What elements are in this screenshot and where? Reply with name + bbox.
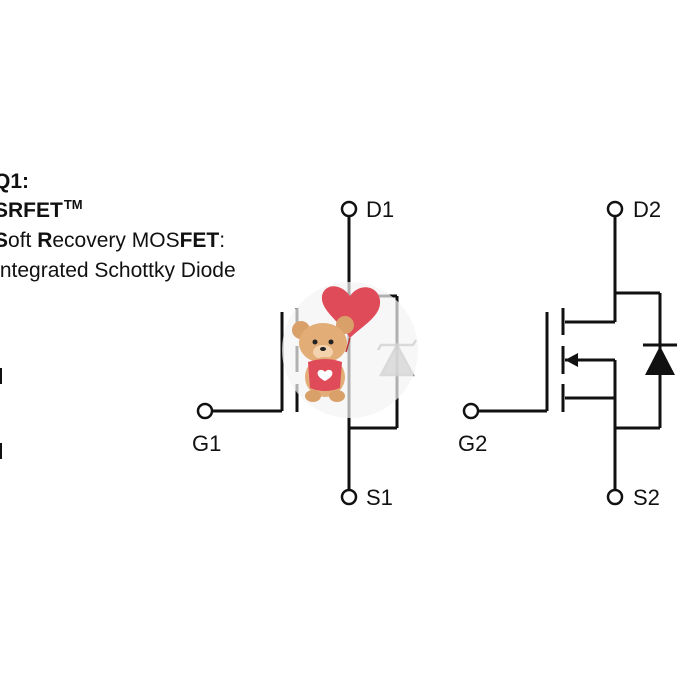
colon: :: [219, 229, 226, 252]
recovery-initial: R: [37, 229, 53, 252]
fet-bold: FET: [179, 229, 220, 252]
soft-recovery-line: Soft Recovery MOSFET:: [0, 229, 225, 253]
gate2-terminal: [462, 402, 480, 420]
g2-label: G2: [458, 431, 487, 456]
trademark: TM: [63, 197, 83, 212]
integrated-diode-line: Integrated Schottky Diode: [0, 259, 236, 282]
srfet-heading: SRFETTM: [0, 197, 83, 223]
srfet-name: SRFET: [0, 199, 63, 222]
d2-label: D2: [633, 197, 661, 222]
d1-label: D1: [366, 197, 394, 222]
legend-mark-3: [0, 443, 2, 459]
s1-label: S1: [366, 485, 393, 510]
mosfet-arrow: [565, 353, 578, 367]
s2-label: S2: [633, 485, 660, 510]
g1-label: G1: [192, 431, 221, 456]
soft-rest: oft: [8, 229, 38, 252]
recovery-rest: ecovery MOS: [52, 229, 180, 252]
soft-initial: S: [0, 229, 9, 252]
gate1-terminal: [196, 402, 214, 420]
drain1-terminal: [340, 200, 358, 218]
body-diode-symbol: [643, 343, 677, 375]
source1-terminal: [340, 488, 358, 506]
source2-terminal: [606, 488, 624, 506]
drain2-terminal: [606, 200, 624, 218]
q1-title: Q1:: [0, 170, 30, 193]
legend-mark-1: [0, 368, 2, 384]
circuit-2: [478, 216, 662, 490]
teddy-bear-sticker: [282, 282, 418, 418]
